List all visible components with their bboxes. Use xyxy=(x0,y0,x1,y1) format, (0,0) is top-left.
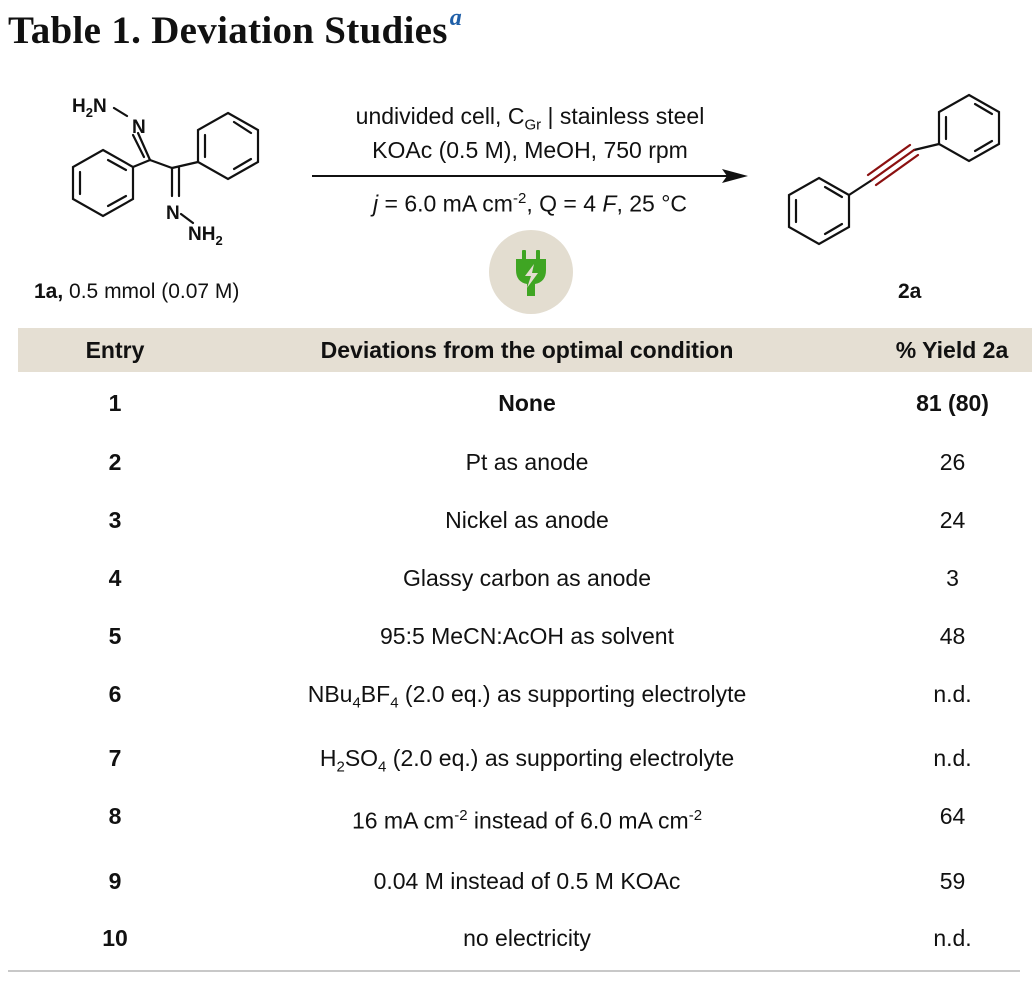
deviation-cell: Pt as anode xyxy=(465,449,589,475)
table-bottom-rule xyxy=(8,970,1020,972)
table-row: 9 0.04 M instead of 0.5 M KOAc 59 xyxy=(0,859,1035,903)
yield-cell: 3 xyxy=(946,565,959,591)
table-row: 7 H2SO4 (2.0 eq.) as supporting electrol… xyxy=(0,736,1035,780)
deviation-cell: 95:5 MeCN:AcOH as solvent xyxy=(379,623,674,649)
entry-cell: 7 xyxy=(108,745,122,771)
title-footnote-mark: a xyxy=(449,5,463,31)
right-phenyl-ring xyxy=(196,111,260,181)
alkyne-triple-bond xyxy=(866,143,920,187)
entry-cell: 6 xyxy=(108,681,122,707)
deviation-cell: NBu4BF4 (2.0 eq.) as supporting electrol… xyxy=(307,681,747,712)
table-row: 4 Glassy carbon as anode 3 xyxy=(0,556,1035,600)
table-header xyxy=(18,328,1032,372)
deviation-cell: H2SO4 (2.0 eq.) as supporting electrolyt… xyxy=(319,745,735,776)
conditions-line-2: KOAc (0.5 M), MeOH, 750 rpm xyxy=(372,137,688,163)
electric-plug-icon xyxy=(489,230,573,314)
entry-cell: 9 xyxy=(108,868,122,894)
yield-cell: 48 xyxy=(939,623,966,649)
table-row: 2 Pt as anode 26 xyxy=(0,440,1035,484)
yield-cell: 24 xyxy=(939,507,966,533)
entry-cell: 5 xyxy=(108,623,122,649)
yield-cell: n.d. xyxy=(933,745,972,771)
deviation-cell: 16 mA cm-2 instead of 6.0 mA cm-2 xyxy=(351,807,703,834)
deviation-cell: no electricity xyxy=(463,925,591,951)
h2n-group-label: H2N xyxy=(72,96,107,120)
reaction-scheme: H2N N N NH2 xyxy=(71,93,1001,248)
conditions-line-3: j = 6.0 mA cm-2, Q = 4 F, 25 °C xyxy=(372,190,688,217)
entry-cell: 10 xyxy=(102,925,128,951)
entry-cell: 3 xyxy=(108,507,122,533)
product-right-ring xyxy=(937,93,1001,163)
table-title: Table 1. Deviation Studiesa xyxy=(8,5,463,53)
yield-cell: 81 (80) xyxy=(916,390,989,416)
substrate-amount: 0.5 mmol (0.07 M) xyxy=(63,280,240,303)
conditions-line-1: undivided cell, CGr | stainless steel xyxy=(355,103,705,134)
header-yield: % Yield 2a xyxy=(895,337,1009,363)
yield-cell: n.d. xyxy=(933,925,972,951)
product-left-ring xyxy=(787,176,851,246)
substrate-structure xyxy=(71,106,260,225)
deviation-cell: Glassy carbon as anode xyxy=(402,565,652,591)
entry-cell: 4 xyxy=(108,565,122,591)
product-structure xyxy=(787,93,1001,246)
table-row: 6 NBu4BF4 (2.0 eq.) as supporting electr… xyxy=(0,672,1035,716)
entry-cell: 8 xyxy=(108,803,122,829)
table-row: 8 16 mA cm-2 instead of 6.0 mA cm-2 64 xyxy=(0,794,1035,838)
deviation-cell: 0.04 M instead of 0.5 M KOAc xyxy=(373,868,681,894)
product-label: 2a xyxy=(898,280,922,303)
yield-cell: 64 xyxy=(939,803,966,829)
yield-cell: 59 xyxy=(939,868,966,894)
yield-cell: n.d. xyxy=(933,681,972,707)
yield-cell: 26 xyxy=(939,449,966,475)
table-row: 5 95:5 MeCN:AcOH as solvent 48 xyxy=(0,614,1035,658)
table-row: 1 None 81 (80) xyxy=(0,381,1035,425)
left-phenyl-ring xyxy=(71,148,135,218)
header-entry: Entry xyxy=(85,337,145,363)
header-deviation: Deviations from the optimal condition xyxy=(320,337,734,363)
deviation-cell: Nickel as anode xyxy=(445,507,609,533)
deviation-cell: None xyxy=(498,390,556,416)
table-row: 10 no electricity n.d. xyxy=(0,916,1035,960)
imine-n-top-label: N xyxy=(132,117,146,138)
substrate-id: 1a, xyxy=(34,280,64,303)
table-title-text: Table 1. Deviation Studies xyxy=(8,9,448,52)
imine-n-bottom-label: N xyxy=(166,203,180,224)
entry-cell: 2 xyxy=(108,449,122,475)
substrate-label: 1a, 0.5 mmol (0.07 M) xyxy=(34,280,239,304)
table-row: 3 Nickel as anode 24 xyxy=(0,498,1035,542)
nh2-group-label: NH2 xyxy=(188,224,223,248)
reaction-arrow xyxy=(312,169,748,183)
entry-cell: 1 xyxy=(108,390,122,416)
